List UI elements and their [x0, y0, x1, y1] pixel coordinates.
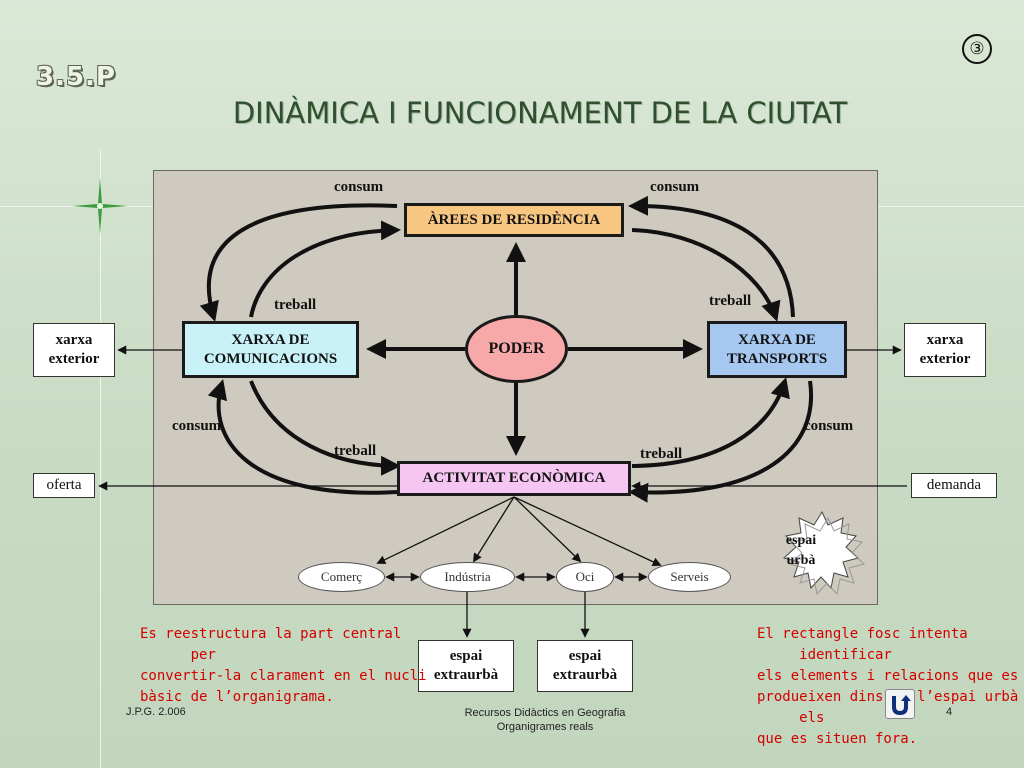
- demand-box: demanda: [911, 473, 997, 498]
- sector-services: Serveis: [648, 562, 731, 592]
- arrow-treball-top-right: [631, 228, 781, 322]
- footer-page-number: 4: [946, 706, 953, 718]
- arrow-to-oci: [513, 496, 582, 563]
- page-title: DINÀMICA I FUNCIONAMENT DE LA CIUTAT: [232, 96, 848, 130]
- decorative-vertical-line: [100, 150, 101, 768]
- economic-activity-box: ACTIVITAT ECONÒMICA: [397, 461, 631, 496]
- footer-author: J.P.G. 2.006: [126, 706, 186, 718]
- return-nav-icon: [892, 695, 911, 716]
- residential-areas-box: ÀREES DE RESIDÈNCIA: [404, 203, 624, 237]
- slide-code: 3.5.P: [36, 62, 116, 92]
- arrow-to-industria: [473, 496, 515, 563]
- sparkle-icon: [72, 178, 128, 234]
- sector-industry: Indústria: [420, 562, 515, 592]
- edge-label-consum: consum: [804, 418, 854, 434]
- edge-label-consum: consum: [172, 418, 222, 434]
- supply-box: oferta: [33, 473, 95, 498]
- arrow-treball-top-left: [249, 220, 401, 318]
- arrow-consum-top-right: [628, 195, 795, 318]
- edge-label-treball: treball: [709, 293, 752, 309]
- arrow-to-serveis: [513, 496, 662, 567]
- starburst-icon: [782, 510, 866, 596]
- arrow-to-comerc: [376, 496, 515, 564]
- arrow-consum-bottom-left: [207, 379, 398, 495]
- arrow-consum-top-left: [199, 203, 398, 322]
- arrow-consum-bottom-right: [628, 380, 814, 503]
- arrow-treball-bottom-left: [249, 380, 401, 476]
- sector-leisure: Oci: [556, 562, 614, 592]
- footer-source: Recursos Didàctics en Geografia Organigr…: [464, 707, 626, 733]
- sector-commerce: Comerç: [298, 562, 385, 592]
- edge-label-treball: treball: [640, 446, 683, 462]
- arrow-treball-bottom-right: [631, 377, 790, 468]
- edge-label-treball: treball: [334, 443, 377, 459]
- return-nav-button[interactable]: [885, 689, 915, 719]
- slide-marker: ③: [962, 34, 992, 64]
- edge-label-consum: consum: [334, 179, 384, 195]
- edge-label-consum: consum: [650, 179, 700, 195]
- edge-label-treball: treball: [274, 297, 317, 313]
- power-node: PODER: [465, 315, 568, 383]
